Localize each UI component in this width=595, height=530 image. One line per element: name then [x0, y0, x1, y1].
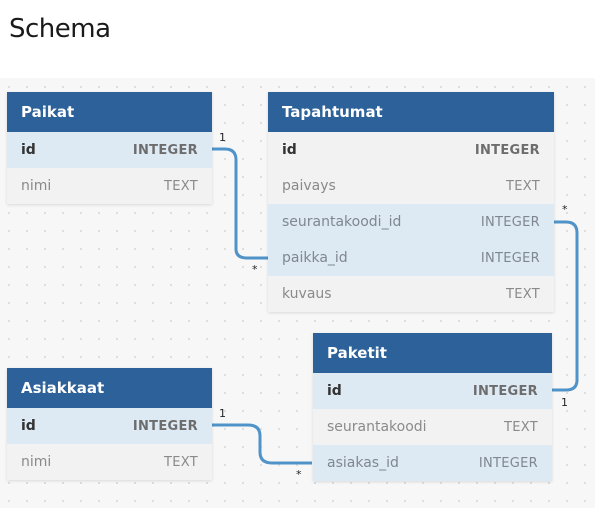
column-name: nimi [21, 454, 52, 470]
column-type: INTEGER [472, 383, 538, 399]
column-name: asiakas_id [327, 455, 399, 471]
page-title: Schema [9, 14, 111, 44]
cardinality-label: * [296, 468, 302, 481]
column-name: paikka_id [282, 250, 348, 266]
column-row: kuvaus TEXT [268, 276, 554, 312]
column-row: seurantakoodi TEXT [313, 409, 552, 445]
column-type: INTEGER [132, 142, 198, 158]
column-row: id INTEGER [268, 132, 554, 168]
cardinality-label: 1 [219, 131, 226, 144]
column-type: INTEGER [480, 214, 540, 230]
column-row: paivays TEXT [268, 168, 554, 204]
column-name: kuvaus [282, 286, 332, 302]
column-row: id INTEGER [7, 132, 212, 168]
column-row: asiakas_id INTEGER [313, 445, 552, 481]
column-type: TEXT [506, 286, 540, 302]
column-type: INTEGER [132, 418, 198, 434]
column-type: TEXT [506, 178, 540, 194]
column-name: seurantakoodi [327, 419, 427, 435]
column-type: TEXT [504, 419, 538, 435]
table-asiakkaat[interactable]: Asiakkaat id INTEGER nimi TEXT [7, 368, 212, 480]
table-header-asiakkaat: Asiakkaat [7, 368, 212, 408]
cardinality-label: * [562, 203, 568, 216]
column-name: paivays [282, 178, 336, 194]
column-type: TEXT [164, 178, 198, 194]
column-type: INTEGER [474, 142, 540, 158]
table-header-paketit: Paketit [313, 333, 552, 373]
column-name: seurantakoodi_id [282, 214, 402, 230]
column-row: seurantakoodi_id INTEGER [268, 204, 554, 240]
column-row: paikka_id INTEGER [268, 240, 554, 276]
column-row: nimi TEXT [7, 444, 212, 480]
table-tapahtumat[interactable]: Tapahtumat id INTEGER paivays TEXT seura… [268, 92, 554, 312]
column-name: id [21, 142, 36, 158]
table-header-paikat: Paikat [7, 92, 212, 132]
column-name: id [21, 418, 36, 434]
column-name: nimi [21, 178, 52, 194]
cardinality-label: 1 [219, 407, 226, 420]
column-row: nimi TEXT [7, 168, 212, 204]
column-row: id INTEGER [313, 373, 552, 409]
table-paikat[interactable]: Paikat id INTEGER nimi TEXT [7, 92, 212, 204]
table-header-tapahtumat: Tapahtumat [268, 92, 554, 132]
cardinality-label: 1 [561, 396, 568, 409]
table-paketit[interactable]: Paketit id INTEGER seurantakoodi TEXT as… [313, 333, 552, 481]
column-type: INTEGER [480, 250, 540, 266]
column-type: TEXT [164, 454, 198, 470]
column-type: INTEGER [478, 455, 538, 471]
cardinality-label: * [252, 263, 258, 276]
column-name: id [327, 383, 342, 399]
column-row: id INTEGER [7, 408, 212, 444]
column-name: id [282, 142, 297, 158]
